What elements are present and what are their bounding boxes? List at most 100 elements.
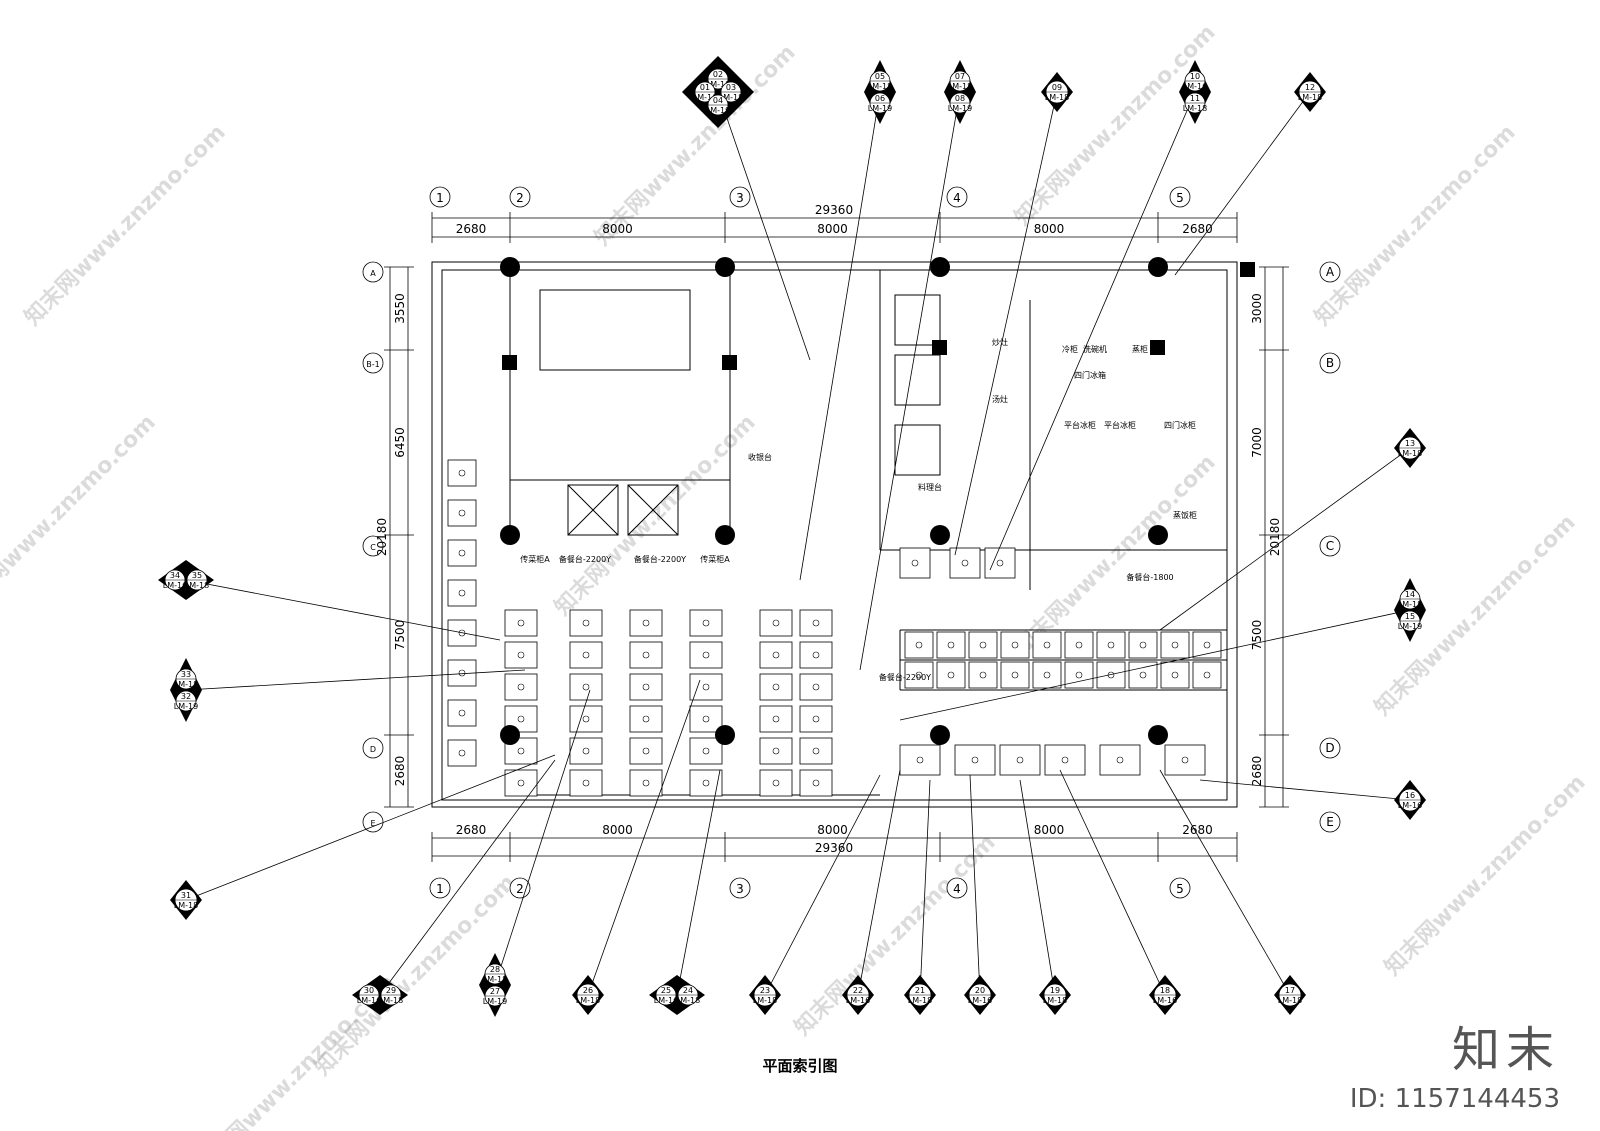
table-marker	[642, 619, 650, 627]
table-marker	[702, 683, 710, 691]
index-sheet: LM-18	[1278, 996, 1302, 1005]
table	[629, 609, 663, 637]
watermark: 知末网www.znzmo.com	[589, 39, 800, 250]
table	[629, 673, 663, 701]
watermark: 知末网www.znzmo.com	[1309, 119, 1520, 330]
table-marker	[517, 747, 525, 755]
index-number: 32	[181, 692, 191, 701]
index-number: 01	[700, 83, 710, 92]
table-marker	[961, 559, 969, 567]
room-label-counter1: 传菜柜A	[520, 554, 550, 564]
index-number: 03	[726, 83, 736, 92]
table-marker	[772, 747, 780, 755]
index-arrow	[944, 60, 976, 124]
table	[629, 641, 663, 669]
column-round	[500, 725, 520, 745]
dim-text: 3000	[1250, 293, 1264, 324]
index-number: 06	[875, 94, 885, 103]
column-round	[1148, 525, 1168, 545]
table	[569, 641, 603, 669]
dim-text: 2680	[456, 222, 487, 236]
dim-text: 2680	[1182, 823, 1213, 837]
table	[569, 673, 603, 701]
dim-text: 29360	[815, 841, 853, 855]
table-marker	[1171, 671, 1179, 679]
leader-line	[899, 609, 1411, 721]
leader-line	[185, 579, 501, 641]
index-number: 16	[1405, 791, 1415, 800]
table	[984, 547, 1016, 579]
dim-text: 8000	[1034, 823, 1065, 837]
grid-label: C	[370, 543, 376, 552]
table	[1164, 744, 1206, 776]
table	[1064, 661, 1094, 689]
table	[899, 744, 941, 776]
table	[904, 631, 934, 659]
walls	[431, 261, 1238, 808]
index-sheet: LM-18	[379, 996, 403, 1005]
table-marker	[947, 671, 955, 679]
index-sheet: LM-18	[948, 82, 972, 91]
table	[1099, 744, 1141, 776]
leader-line	[1159, 769, 1291, 996]
table	[799, 737, 833, 765]
index-number: 31	[181, 891, 191, 900]
index-sheet: LM-16	[163, 581, 187, 590]
outer-wall-outline	[431, 261, 1238, 808]
table	[629, 769, 663, 797]
table	[1000, 661, 1030, 689]
table	[447, 699, 477, 727]
dim-text: 8000	[602, 222, 633, 236]
table-marker	[1107, 641, 1115, 649]
table-marker	[772, 651, 780, 659]
index-sheet: LM-19	[483, 997, 507, 1006]
index-number: 22	[853, 986, 863, 995]
column-round	[1148, 725, 1168, 745]
leader-line	[989, 91, 1196, 571]
dim-text: 8000	[1034, 222, 1065, 236]
grid-label: 1	[436, 882, 444, 896]
column-square	[502, 355, 517, 370]
grid-bubble-row	[1319, 535, 1341, 557]
grid-label: D	[370, 745, 376, 754]
leader-line	[676, 769, 721, 996]
dim-text: 8000	[602, 823, 633, 837]
index-number: 05	[875, 72, 885, 81]
table-marker	[458, 749, 466, 757]
table	[504, 609, 538, 637]
table	[936, 661, 966, 689]
table-marker	[979, 671, 987, 679]
table-marker	[458, 709, 466, 717]
table	[1192, 661, 1222, 689]
dim-text: 6450	[393, 427, 407, 458]
room-label-k8: 备餐台-1800	[1126, 572, 1173, 582]
table-marker	[458, 549, 466, 557]
table	[447, 739, 477, 767]
table	[689, 737, 723, 765]
grid-label: D	[1325, 741, 1334, 755]
table-marker	[812, 619, 820, 627]
